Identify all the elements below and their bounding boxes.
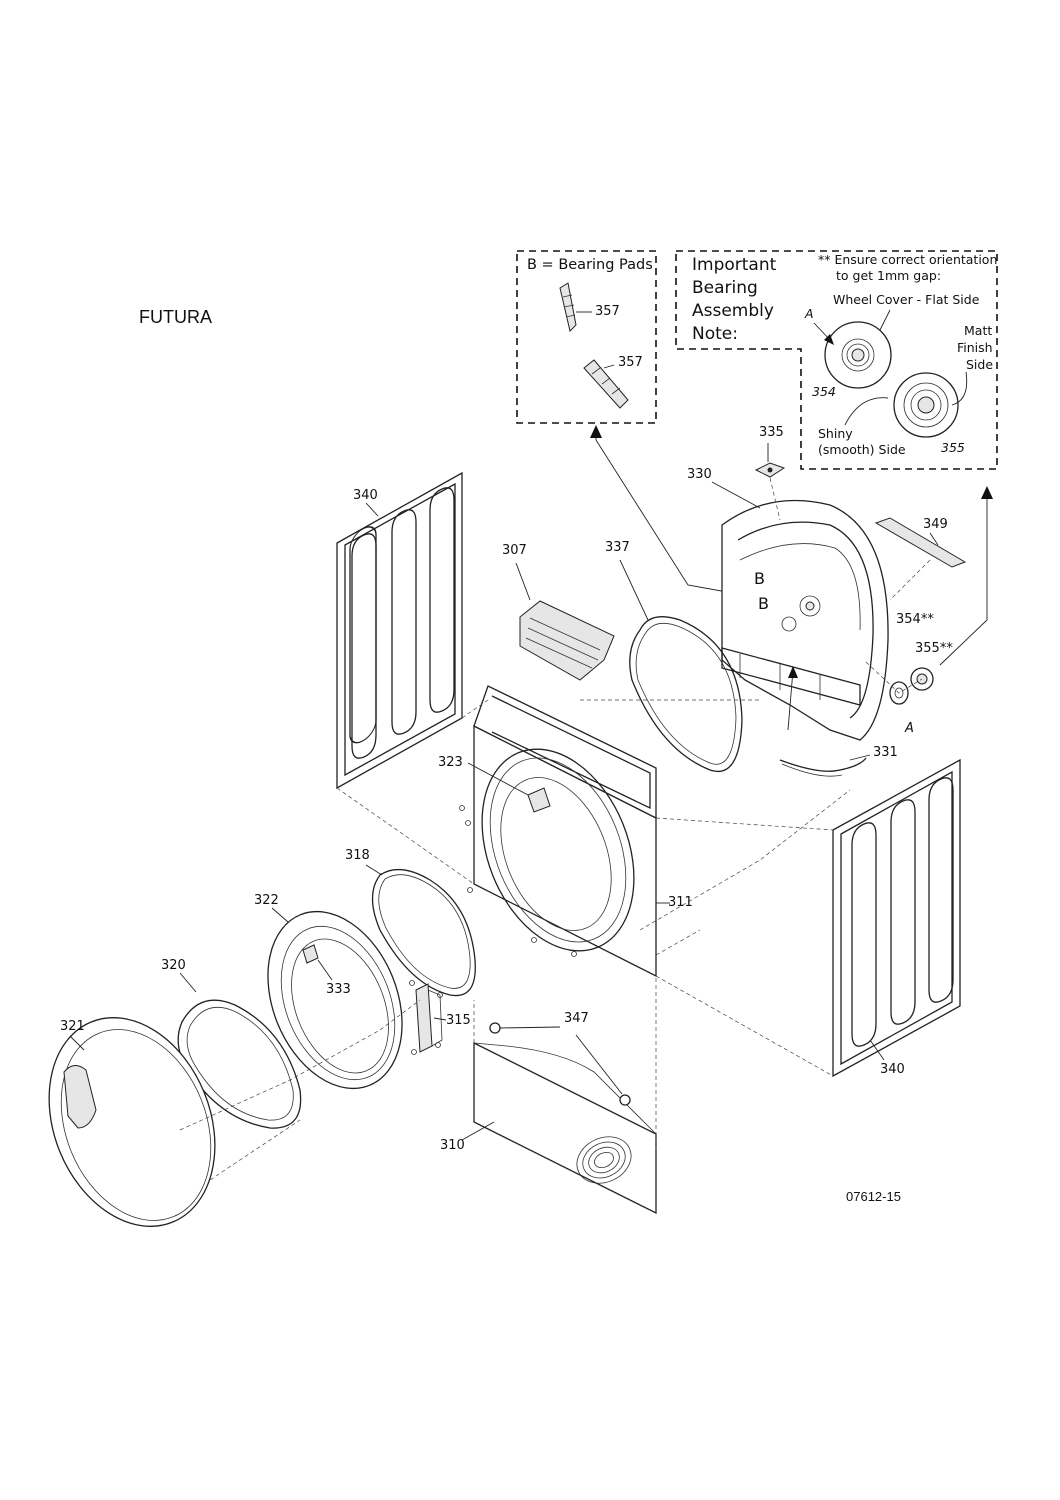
note-heading-line-3: Assembly bbox=[692, 301, 774, 321]
drawing-reference-code: 07612-15 bbox=[846, 1189, 901, 1204]
matt-line-2: Finish bbox=[957, 340, 993, 355]
callout-322: 322 bbox=[254, 893, 279, 908]
matt-line-1: Matt bbox=[964, 323, 993, 338]
callout-355: 355** bbox=[915, 641, 953, 656]
callout-357-lower: 357 bbox=[618, 355, 643, 370]
wheel-354-detail bbox=[813, 309, 892, 389]
callout-357-upper: 357 bbox=[595, 304, 620, 319]
callout-321: 321 bbox=[60, 1019, 85, 1034]
callout-335: 335 bbox=[759, 425, 784, 440]
bearing-pad-lower bbox=[583, 359, 629, 409]
bearing-pads-box bbox=[516, 250, 657, 424]
arrow-to-note-box bbox=[939, 497, 988, 666]
inner-ring-322 bbox=[267, 907, 403, 1090]
bearing-pads-heading: B = Bearing Pads bbox=[527, 257, 653, 273]
orientation-line-2: to get 1mm gap: bbox=[836, 268, 942, 283]
callout-340-right: 340 bbox=[880, 1062, 905, 1077]
callout-333: 333 bbox=[326, 982, 351, 997]
wheel-355-detail bbox=[844, 371, 968, 438]
note-heading-line-4: Note: bbox=[692, 324, 738, 344]
side-panel-right bbox=[832, 758, 961, 1078]
alignment-guides bbox=[179, 477, 931, 1181]
callout-b-upper: B bbox=[754, 569, 765, 588]
note-part-355: 355 bbox=[941, 440, 965, 455]
door-seal-318 bbox=[365, 864, 476, 997]
wheel-cover-label: Wheel Cover - Flat Side bbox=[833, 292, 980, 307]
hinge-315 bbox=[409, 980, 447, 1055]
strip-349 bbox=[874, 517, 967, 568]
callout-311: 311 bbox=[668, 895, 693, 910]
front-panel-311 bbox=[459, 685, 670, 978]
page-title: FUTURA bbox=[139, 307, 212, 327]
note-heading-line-2: Bearing bbox=[692, 278, 758, 298]
bearing-pad-upper bbox=[559, 282, 592, 332]
arrow-head-pads bbox=[590, 425, 602, 438]
callout-323: 323 bbox=[438, 755, 463, 770]
callout-337: 337 bbox=[605, 540, 630, 555]
outer-door-321 bbox=[48, 1017, 216, 1227]
harness-331 bbox=[779, 666, 871, 777]
callout-318: 318 bbox=[345, 848, 370, 863]
shiny-line-1: Shiny bbox=[818, 426, 853, 441]
filter-housing-307 bbox=[515, 562, 615, 681]
side-panel-left bbox=[336, 471, 463, 790]
note-letter-a: A bbox=[805, 306, 814, 321]
callout-b-lower: B bbox=[758, 594, 769, 613]
feet-347 bbox=[489, 1022, 631, 1106]
kick-panel-310 bbox=[461, 1041, 657, 1215]
callout-310: 310 bbox=[440, 1138, 465, 1153]
gasket-337 bbox=[619, 559, 743, 773]
matt-line-3: Side bbox=[966, 357, 994, 372]
callout-354: 354** bbox=[896, 612, 934, 627]
note-heading-line-1: Important bbox=[692, 255, 777, 275]
callout-331: 331 bbox=[873, 745, 898, 760]
callout-349: 349 bbox=[923, 517, 948, 532]
rear-bulkhead-330 bbox=[711, 481, 889, 741]
orientation-line-1: ** Ensure correct orientation bbox=[818, 252, 998, 267]
bearing-note-box bbox=[675, 250, 998, 470]
shiny-line-2: (smooth) Side bbox=[818, 442, 906, 457]
callout-a-small: A bbox=[905, 721, 914, 736]
note-part-354: 354 bbox=[812, 384, 836, 399]
callout-320: 320 bbox=[161, 958, 186, 973]
callout-307: 307 bbox=[502, 543, 527, 558]
callout-330: 330 bbox=[687, 467, 712, 482]
callout-315: 315 bbox=[446, 1013, 471, 1028]
part-335 bbox=[754, 443, 786, 478]
callout-340-left: 340 bbox=[353, 488, 378, 503]
callout-347: 347 bbox=[564, 1011, 589, 1026]
arrow-head-note bbox=[981, 486, 993, 499]
